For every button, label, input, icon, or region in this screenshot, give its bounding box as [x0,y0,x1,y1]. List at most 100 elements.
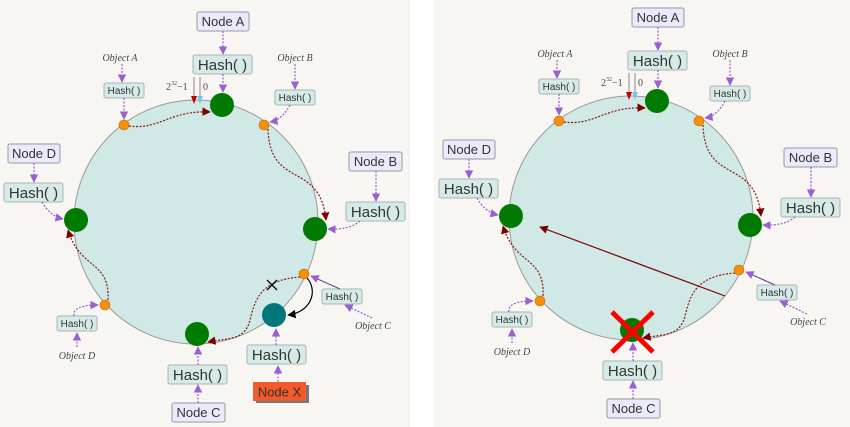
object-d-hash-arrow [73,300,99,317]
max-marker-icon [626,92,632,100]
object-b-label: Object B [712,49,747,60]
node-c-hash-box: Hash( ) [167,364,228,385]
object-c-hash-arrow [310,275,341,290]
object-b-hash-box-bg [274,89,316,106]
object-c-hash-arrow [745,271,776,286]
object-d-path [66,229,109,301]
node-x-box: Node X [253,382,306,401]
node-d-hash-box: Hash( ) [3,182,64,203]
object-d-hash-box: Hash( ) [56,315,98,332]
object-d-dot [534,295,546,307]
object-b-label: Object B [277,53,312,64]
node-d-hash-box-label: Hash( ) [444,181,493,198]
node-c-box: Node C [606,398,661,419]
max-exponent: 32 [606,77,612,83]
object-d-hash-box-bg [491,311,533,328]
object-c-hash-box: Hash( ) [321,288,363,305]
node-d-hash-arrow [476,197,499,218]
path-cut-icon [266,279,278,291]
node-a-hash-box-label: Hash( ) [633,53,682,70]
object-d-hash-arrow [508,296,534,313]
object-c-arrow [779,300,808,315]
object-a-path [563,103,646,124]
object-c-new-path [287,277,313,319]
object-c-label: Object C [790,317,826,328]
node-a-dot [210,93,234,117]
node-c-hash-box: Hash( ) [602,360,663,381]
object-b-hash-box: Hash( ) [709,85,751,102]
max-suffix: −1 [612,78,623,89]
object-d-hash-box: Hash( ) [491,311,533,328]
object-b-path [267,128,330,221]
object-c-reassign-arrow [539,225,726,297]
node-b-hash-box: Hash( ) [345,201,406,222]
node-b-hash-arrow [762,216,796,230]
object-a-path [128,107,211,128]
object-a-hash-box: Hash( ) [538,78,580,95]
object-d-dot [99,299,111,311]
object-d-path [501,225,544,297]
object-c-hash-box: Hash( ) [756,284,798,301]
object-a-hash-box-label: Hash( ) [543,82,576,93]
object-a-hash-box-label: Hash( ) [108,86,141,97]
object-a-dot [553,115,565,127]
node-c-box-label: Node C [611,401,655,416]
node-b-hash-box-bg [780,197,841,218]
node-d-hash-arrow [41,201,64,222]
node-c-box: Node C [171,402,226,423]
node-c-hash-box-label: Hash( ) [173,367,222,384]
max-value-label: 232−1 [166,81,188,93]
object-c-hash-box-bg [321,288,363,305]
node-a-box: Node A [631,7,685,28]
object-c-dot [733,264,745,276]
node-b-dot [303,217,327,241]
node-x-dot [262,303,286,327]
object-d-label: Object D [59,351,96,362]
object-d-hash-box-bg [56,315,98,332]
max-value-label: 232−1 [601,77,623,89]
node-d-hash-box-bg [3,182,64,203]
node-b-hash-box-label: Hash( ) [786,200,835,217]
object-a-dot [118,119,130,131]
object-c-arrow [344,304,373,319]
node-x-hash-box-label: Hash( ) [252,347,301,364]
max-base: 2 [166,82,171,93]
node-b-dot [738,213,762,237]
object-c-path-to-removed-node [642,272,736,341]
object-b-hash-box-label: Hash( ) [279,93,312,104]
max-exponent: 32 [171,81,177,87]
object-c-label: Object C [355,321,391,332]
node-c-hash-box-label: Hash( ) [608,363,657,380]
node-b-hash-box: Hash( ) [780,197,841,218]
node-b-hash-box-bg [345,201,406,222]
node-c-dot [185,322,209,346]
object-b-path [702,124,765,217]
node-a-hash-box: Hash( ) [627,50,688,71]
object-b-hash-box: Hash( ) [274,89,316,106]
zero-label: 0 [203,82,208,93]
node-x-hash-box: Hash( ) [246,344,307,365]
node-d-dot [64,208,88,232]
object-d-hash-box-label: Hash( ) [61,319,94,330]
object-c-hash-box-label: Hash( ) [326,292,359,303]
object-b-hash-arrow [269,104,291,125]
node-c-box-label: Node C [176,405,220,420]
node-a-box: Node A [196,11,250,32]
zero-label: 0 [638,78,643,89]
object-a-label: Object A [537,49,573,60]
node-a-hash-box: Hash( ) [192,54,253,75]
removed-node-cross-icon [610,310,655,354]
node-a-hash-box-label: Hash( ) [198,57,247,74]
node-d-dot [499,204,523,228]
node-d-hash-box-label: Hash( ) [9,185,58,202]
node-a-box-label: Node A [202,14,245,29]
node-b-hash-arrow [327,220,361,234]
hash-ring [508,95,754,341]
object-c-dot [298,268,310,280]
max-marker-icon [191,96,197,104]
object-a-label: Object A [102,53,138,64]
object-d-label: Object D [494,347,531,358]
node-d-box: Node D [442,139,496,160]
